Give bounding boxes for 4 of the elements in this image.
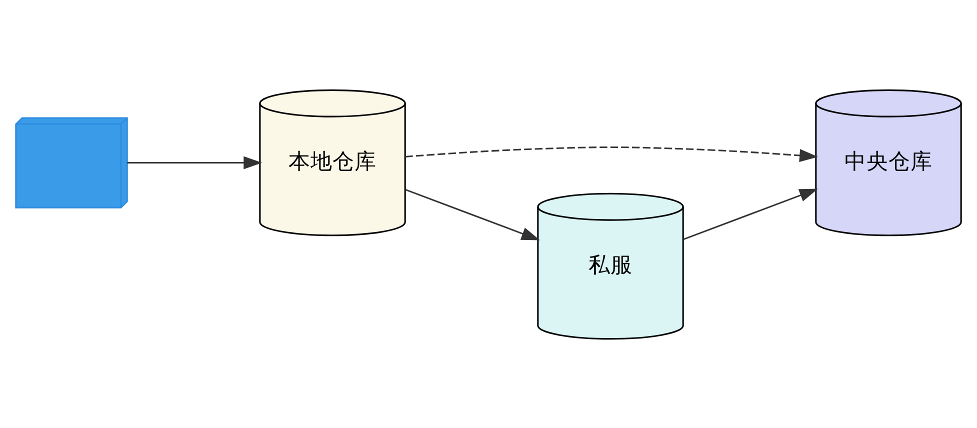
arrow bbox=[683, 188, 818, 240]
arrow bbox=[405, 146, 818, 162]
arrow bbox=[127, 156, 262, 169]
arrow bbox=[405, 188, 540, 240]
